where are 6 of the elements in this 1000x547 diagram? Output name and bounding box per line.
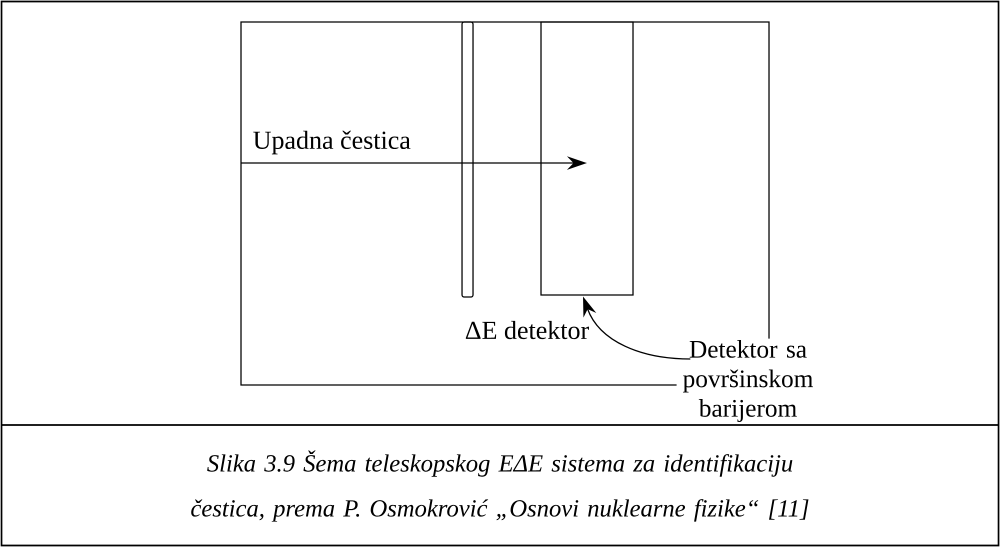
detector-label: Detektor sa površinskom barijerom <box>676 338 820 424</box>
detector-bar <box>461 21 474 298</box>
detector-label: ΔE detektor <box>466 320 589 340</box>
detector-box <box>540 21 634 296</box>
figure-caption: Slika 3.9 Šema teleskopskog EΔE sistema za identifikaciju čestica, prema P. Osmokrović „Osnovi nuklearne fizike“ [11] <box>191 450 808 522</box>
edge-label: Upadna čestica <box>253 130 410 154</box>
